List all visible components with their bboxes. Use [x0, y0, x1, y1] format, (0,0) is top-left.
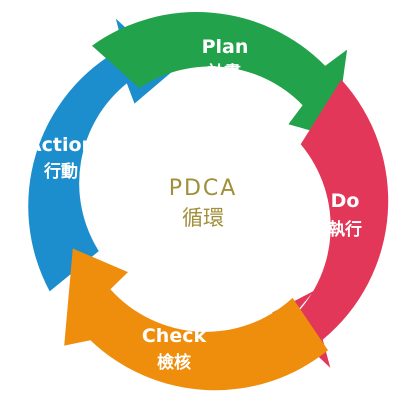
do-arrow-segment — [272, 79, 389, 368]
do-label: Do — [331, 190, 360, 212]
plan-label-zh: 計畫 — [207, 62, 241, 83]
check-label-zh: 檢核 — [157, 352, 191, 373]
center-subtitle: 循環 — [182, 206, 224, 230]
plan-arrow-segment — [92, 12, 348, 138]
center-title: PDCA — [169, 176, 238, 201]
plan-label: Plan — [202, 36, 249, 58]
action-label-zh: 行動 — [43, 161, 78, 182]
check-arrow-segment — [64, 248, 328, 391]
action-arrow-segment — [28, 18, 173, 292]
check-label: Check — [142, 325, 207, 347]
do-label-zh: 執行 — [328, 219, 362, 240]
action-label: Action — [27, 134, 95, 156]
